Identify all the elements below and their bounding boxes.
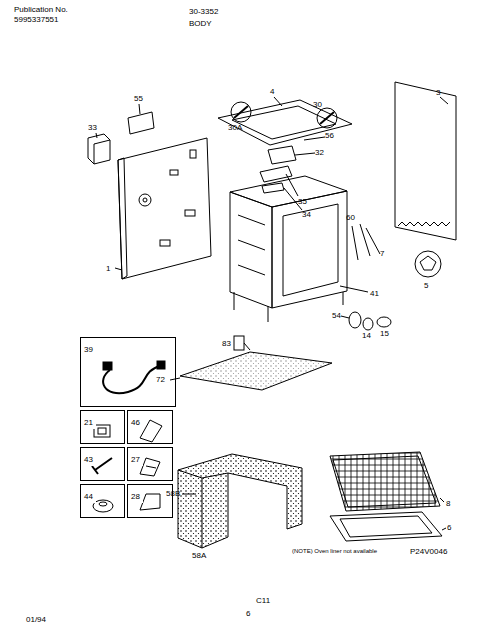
page-number: 6 xyxy=(246,610,250,618)
callout-number: 30 xyxy=(313,101,322,109)
section-code: C11 xyxy=(256,597,270,605)
callout-number: 72 xyxy=(156,376,165,384)
publication-label: Publication No. xyxy=(14,6,68,14)
callout-number: 44 xyxy=(81,491,96,503)
callout-number: 39 xyxy=(81,344,96,356)
date-code: 01/94 xyxy=(26,616,46,624)
callout-number: 27 xyxy=(128,454,143,466)
callout-number: 1 xyxy=(106,265,110,273)
callout-number: 7 xyxy=(380,250,384,258)
callout-number: 14 xyxy=(362,332,371,340)
callout-number: 34 xyxy=(302,211,311,219)
callout-number: 35 xyxy=(298,198,307,206)
callout-number: 8 xyxy=(446,500,450,508)
part-inset-box: 46 xyxy=(127,410,173,444)
callout-number: 15 xyxy=(380,330,389,338)
part-inset-box: 44 xyxy=(80,484,125,518)
callout-number: 58B xyxy=(166,490,180,498)
callout-number: 3 xyxy=(436,89,440,97)
model-number: 30-3352 xyxy=(189,8,218,16)
part-inset-box: 27 xyxy=(127,447,173,481)
callout-number: 32 xyxy=(315,149,324,157)
callout-number: 60 xyxy=(346,214,355,222)
callout-number: 4 xyxy=(270,88,274,96)
diagram-title: BODY xyxy=(189,20,212,28)
callout-number: 55 xyxy=(134,95,143,103)
drawing-number: P24V0046 xyxy=(410,548,447,556)
callout-number: 54 xyxy=(332,312,341,320)
part-inset-box: 43 xyxy=(80,447,125,481)
callout-number: 5 xyxy=(424,282,428,290)
callout-number: 58A xyxy=(192,552,206,560)
callout-number: 46 xyxy=(128,417,143,429)
callout-number: 56 xyxy=(325,132,334,140)
note-text: (NOTE) Oven liner not available xyxy=(292,548,377,554)
callout-number: 83 xyxy=(222,340,231,348)
part-inset-box: 39 xyxy=(80,337,176,407)
callout-number: 21 xyxy=(81,417,96,429)
callout-number: 43 xyxy=(81,454,96,466)
callout-number: 28 xyxy=(128,491,143,503)
part-inset-box: 21 xyxy=(80,410,125,444)
publication-number: 5995337551 xyxy=(14,16,59,24)
callout-number: 33 xyxy=(88,124,97,132)
callout-number: 41 xyxy=(370,290,379,298)
callout-number: 30A xyxy=(228,124,242,132)
callout-number: 6 xyxy=(447,524,451,532)
